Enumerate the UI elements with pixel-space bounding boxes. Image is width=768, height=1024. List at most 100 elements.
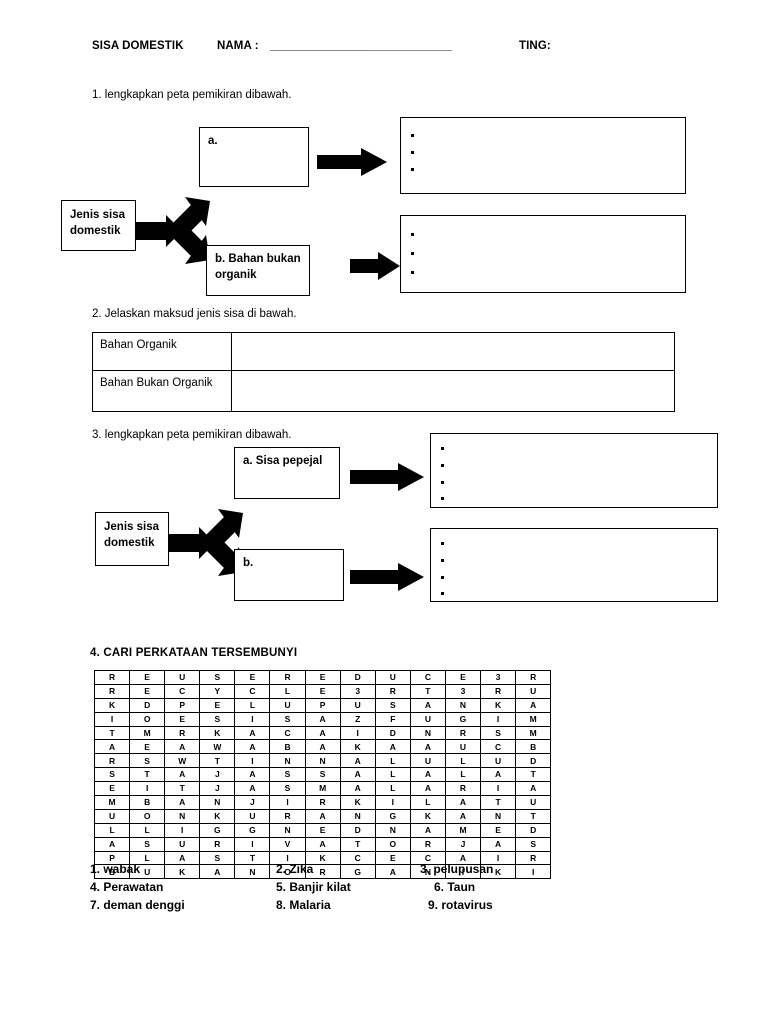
word-search-cell[interactable]: A <box>93 739 131 755</box>
word-search-cell[interactable]: D <box>129 697 166 713</box>
word-search-cell[interactable]: S <box>269 711 306 727</box>
word-search-cell[interactable]: U <box>164 670 201 685</box>
word-search-cell[interactable]: G <box>199 822 236 838</box>
word-search-cell[interactable]: N <box>199 795 236 810</box>
word-search-cell[interactable]: J <box>234 795 271 810</box>
word-search-cell[interactable]: M <box>93 795 131 810</box>
word-search-cell[interactable]: D <box>515 753 552 769</box>
word-search-cell[interactable]: L <box>269 683 306 699</box>
word-search-cell[interactable]: A <box>93 836 131 852</box>
word-search-cell[interactable]: N <box>480 808 517 824</box>
word-search-cell[interactable]: D <box>339 822 376 838</box>
word-search-cell[interactable]: R <box>444 725 482 741</box>
word-search-cell[interactable]: A <box>304 725 341 741</box>
word-search-cell[interactable]: R <box>480 683 517 699</box>
word-search-cell[interactable]: L <box>409 795 446 810</box>
word-search-cell[interactable]: K <box>199 725 236 741</box>
word-search-cell[interactable]: U <box>234 808 271 824</box>
q3-answer-box-b[interactable] <box>430 528 718 602</box>
word-search-cell[interactable]: J <box>199 781 236 797</box>
word-search-cell[interactable]: P <box>164 697 201 713</box>
word-search-cell[interactable]: U <box>515 683 552 699</box>
word-search-cell[interactable]: E <box>304 683 341 699</box>
word-search-cell[interactable]: U <box>164 836 201 852</box>
word-search-cell[interactable]: A <box>234 739 271 755</box>
word-search-cell[interactable]: T <box>339 836 376 852</box>
q3-answer-box-a[interactable] <box>430 433 718 508</box>
word-search-cell[interactable]: O <box>129 711 166 727</box>
word-search-cell[interactable]: E <box>129 670 166 685</box>
word-search-cell[interactable]: A <box>374 864 411 880</box>
word-search-cell[interactable]: S <box>93 767 131 783</box>
word-search-cell[interactable]: R <box>304 864 341 880</box>
word-search-cell[interactable]: N <box>444 697 482 713</box>
word-search-cell[interactable]: S <box>199 670 236 685</box>
word-search-cell[interactable]: U <box>515 795 552 810</box>
word-search-cell[interactable]: A <box>234 725 271 741</box>
word-search-cell[interactable]: K <box>199 808 236 824</box>
word-search-cell[interactable]: S <box>304 767 341 783</box>
word-search-cell[interactable]: S <box>129 836 166 852</box>
word-search-cell[interactable]: I <box>93 711 131 727</box>
word-search-cell[interactable]: A <box>444 808 482 824</box>
word-search-cell[interactable]: B <box>269 739 306 755</box>
word-search-cell[interactable]: I <box>164 822 201 838</box>
word-search-cell[interactable]: A <box>339 781 376 797</box>
word-search-cell[interactable]: I <box>234 711 271 727</box>
word-search-cell[interactable]: J <box>199 767 236 783</box>
q1-answer-box-b[interactable] <box>400 215 686 293</box>
word-search-cell[interactable]: A <box>480 836 517 852</box>
word-search-cell[interactable]: R <box>269 670 306 685</box>
word-search-cell[interactable]: K <box>93 697 131 713</box>
word-search-cell[interactable]: N <box>234 864 271 880</box>
word-search-cell[interactable]: E <box>129 683 166 699</box>
word-search-cell[interactable]: W <box>164 753 201 769</box>
word-search-cell[interactable]: A <box>304 711 341 727</box>
word-search-cell[interactable]: N <box>269 753 306 769</box>
word-search-cell[interactable]: N <box>374 822 411 838</box>
word-search-cell[interactable]: T <box>199 753 236 769</box>
word-search-cell[interactable]: A <box>444 795 482 810</box>
word-search-cell[interactable]: 3 <box>480 670 517 685</box>
word-search-cell[interactable]: 3 <box>444 683 482 699</box>
word-search-cell[interactable]: R <box>515 670 552 685</box>
word-search-cell[interactable]: J <box>444 836 482 852</box>
word-search-cell[interactable]: I <box>234 836 271 852</box>
word-search-cell[interactable]: N <box>164 808 201 824</box>
word-search-cell[interactable]: R <box>269 808 306 824</box>
word-search-cell[interactable]: A <box>515 781 552 797</box>
word-search-cell[interactable]: I <box>339 725 376 741</box>
word-search-cell[interactable]: U <box>409 753 446 769</box>
word-search-cell[interactable]: O <box>129 808 166 824</box>
word-search-cell[interactable]: E <box>480 822 517 838</box>
word-search-cell[interactable]: R <box>93 753 131 769</box>
word-search-cell[interactable]: N <box>339 808 376 824</box>
word-search-cell[interactable]: T <box>515 808 552 824</box>
word-search-cell[interactable]: O <box>374 836 411 852</box>
word-search-cell[interactable]: V <box>269 836 306 852</box>
word-search-cell[interactable]: 3 <box>339 683 376 699</box>
word-search-cell[interactable]: U <box>444 739 482 755</box>
word-search-cell[interactable]: A <box>164 767 201 783</box>
word-search-cell[interactable]: A <box>409 822 446 838</box>
word-search-cell[interactable]: E <box>129 739 166 755</box>
word-search-cell[interactable]: U <box>480 753 517 769</box>
word-search-cell[interactable]: A <box>164 739 201 755</box>
word-search-cell[interactable]: Y <box>199 683 236 699</box>
word-search-cell[interactable]: A <box>199 864 236 880</box>
word-search-cell[interactable]: E <box>93 781 131 797</box>
word-search-cell[interactable]: I <box>234 753 271 769</box>
word-search-cell[interactable]: K <box>480 697 517 713</box>
word-search-cell[interactable]: T <box>409 683 446 699</box>
word-search-cell[interactable]: S <box>374 697 411 713</box>
word-search-cell[interactable]: I <box>269 795 306 810</box>
word-search-cell[interactable]: L <box>374 781 411 797</box>
word-search-cell[interactable]: R <box>304 795 341 810</box>
word-search-cell[interactable]: P <box>304 697 341 713</box>
word-search-cell[interactable]: Z <box>339 711 376 727</box>
word-search-cell[interactable]: T <box>129 767 166 783</box>
word-search-cell[interactable]: A <box>409 781 446 797</box>
word-search-cell[interactable]: C <box>164 683 201 699</box>
word-search-cell[interactable]: R <box>93 683 131 699</box>
word-search-cell[interactable]: S <box>515 836 552 852</box>
